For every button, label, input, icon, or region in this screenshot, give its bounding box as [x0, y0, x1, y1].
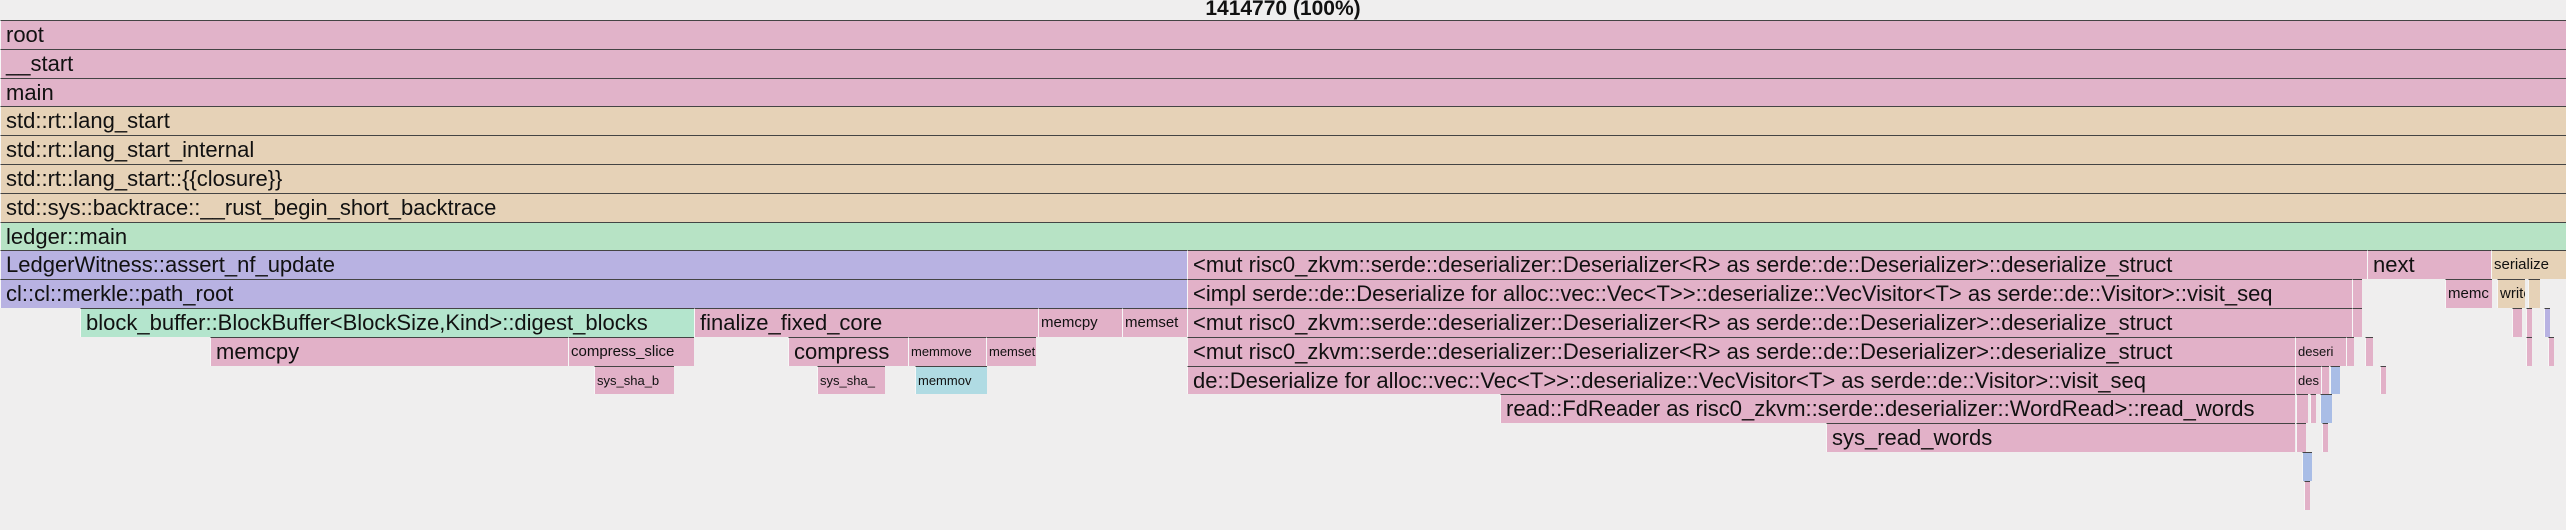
frame-label: deseri	[2298, 343, 2334, 359]
compress-frame[interactable]: compress	[788, 336, 908, 366]
sys-read-words-frame[interactable]: sys_read_words	[1826, 423, 2295, 452]
visit-seq-frame-2[interactable]: de::Deserialize for alloc::vec::Vec<T>>:…	[1187, 365, 2295, 395]
lang-start-internal-frame[interactable]: std::rt::lang_start_internal	[0, 135, 2566, 164]
frame-label: compress	[794, 338, 890, 364]
visit-seq-frame-1[interactable]: <impl serde::de::Deserialize for alloc::…	[1187, 279, 2352, 308]
write-frame[interactable]: write	[2497, 279, 2525, 308]
frame-label: main	[6, 79, 54, 105]
frame-label: sys_sha_	[820, 372, 875, 388]
backtrace-frame[interactable]: std::sys::backtrace::__rust_begin_short_…	[0, 192, 2566, 222]
frame-label: LedgerWitness::assert_nf_update	[6, 252, 335, 278]
frame-label: finalize_fixed_core	[700, 310, 883, 335]
frame-label: <mut risc0_zkvm::serde::deserializer::De…	[1193, 252, 2173, 278]
frame-label: sys_sha_b	[597, 372, 660, 388]
frame-sliver[interactable]	[2352, 308, 2362, 337]
frame-label: __start	[6, 50, 74, 76]
memcpy-frame-1[interactable]: memcpy	[210, 336, 568, 366]
frame-label: memset	[1125, 314, 1179, 331]
frame-label: cl::cl::merkle::path_root	[6, 281, 234, 307]
frame-label: ledger::main	[6, 223, 128, 249]
frame-label: <mut risc0_zkvm::serde::deserializer::De…	[1193, 338, 2173, 364]
path-root-frame[interactable]: cl::cl::merkle::path_root	[0, 279, 1187, 308]
frame-label: std::rt::lang_start_internal	[6, 137, 255, 163]
frame-label: des	[2298, 372, 2319, 388]
frame-label: memmov	[918, 372, 972, 388]
frame-label: <impl serde::de::Deserialize for alloc::…	[1193, 281, 2273, 307]
frame-label: memcpy	[1041, 314, 1098, 331]
frame-label: std::rt::lang_start	[6, 108, 170, 134]
sys-sha-buffer-frame-2[interactable]: sys_sha_	[817, 365, 885, 395]
frame-label: memset	[989, 343, 1036, 359]
frame-sliver[interactable]	[2352, 279, 2362, 308]
memmove-frame-1[interactable]: memmove	[908, 336, 986, 366]
frame-label: memc	[2448, 285, 2489, 303]
frame-label: write	[2500, 285, 2525, 303]
frame-label: sys_read_words	[1832, 425, 1993, 451]
frame-label: root	[6, 22, 44, 47]
frame-sliver[interactable]	[2526, 308, 2532, 337]
frame-label: <mut risc0_zkvm::serde::deserializer::De…	[1193, 310, 2173, 335]
frame-label: std::sys::backtrace::__rust_begin_short_…	[6, 194, 497, 220]
serialize-frame[interactable]: serialize	[2491, 250, 2566, 280]
frame-sliver[interactable]	[2296, 423, 2306, 452]
next-memcpy-frame[interactable]: memc	[2445, 279, 2492, 308]
frame-sliver[interactable]	[2302, 452, 2312, 481]
frame-label: serialize	[2494, 256, 2550, 274]
frame-label: next	[2373, 252, 2415, 278]
deser-frame-small-2[interactable]: des	[2295, 365, 2321, 395]
frame-sliver[interactable]	[2528, 279, 2540, 308]
frame-label: block_buffer::BlockBuffer<BlockSize,Kind…	[86, 310, 648, 335]
main-frame[interactable]: main	[0, 77, 2566, 107]
lang-start-frame[interactable]: std::rt::lang_start	[0, 106, 2566, 136]
frame-sliver[interactable]	[2330, 365, 2340, 395]
frame-sliver[interactable]	[2380, 365, 2386, 395]
frame-sliver[interactable]	[2321, 365, 2329, 395]
start-frame[interactable]: __start	[0, 48, 2566, 78]
sys-sha-buffer-frame-1[interactable]: sys_sha_b	[594, 365, 674, 395]
frame-sliver[interactable]	[2365, 336, 2373, 366]
frame-label: read::FdReader as risc0_zkvm::serde::des…	[1506, 396, 2255, 422]
lang-start-closure-frame[interactable]: std::rt::lang_start::{{closure}}	[0, 164, 2566, 193]
frame-label: std::rt::lang_start::{{closure}}	[6, 166, 283, 191]
frame-sliver[interactable]	[2548, 336, 2554, 366]
memmove-frame-2[interactable]: memmov	[915, 365, 987, 395]
compress-slice-frame[interactable]: compress_slice	[568, 336, 694, 366]
finalize-fixed-core-frame[interactable]: finalize_fixed_core	[694, 308, 1038, 337]
frame-label: memmove	[911, 343, 972, 359]
memcpy-frame-2[interactable]: memcpy	[1038, 308, 1122, 337]
root-frame[interactable]: root	[0, 20, 2566, 49]
frame-sliver[interactable]	[2346, 336, 2354, 366]
read-words-frame[interactable]: read::FdReader as risc0_zkvm::serde::des…	[1500, 394, 2295, 424]
deser-frame-small-1[interactable]: deseri	[2295, 336, 2346, 366]
frame-sliver[interactable]	[2526, 336, 2532, 366]
frame-label: memcpy	[216, 338, 300, 364]
memset-frame[interactable]: memset	[1122, 308, 1187, 337]
frame-sliver[interactable]	[2310, 394, 2316, 424]
flamegraph-title: 1414770 (100%)	[1205, 0, 1361, 20]
frame-sliver[interactable]	[2512, 308, 2522, 337]
frame-sliver[interactable]	[2304, 480, 2310, 510]
deserialize-struct-frame-3[interactable]: <mut risc0_zkvm::serde::deserializer::De…	[1187, 336, 2295, 366]
ledger-main-frame[interactable]: ledger::main	[0, 221, 2566, 251]
frame-sliver[interactable]	[2296, 394, 2308, 424]
deserialize-struct-frame-2[interactable]: <mut risc0_zkvm::serde::deserializer::De…	[1187, 308, 2352, 337]
frame-sliver[interactable]	[2320, 394, 2332, 424]
digest-blocks-frame[interactable]: block_buffer::BlockBuffer<BlockSize,Kind…	[80, 308, 694, 337]
frame-sliver[interactable]	[2322, 423, 2328, 452]
frame-label: de::Deserialize for alloc::vec::Vec<T>>:…	[1193, 367, 2146, 393]
memset-frame-2[interactable]: memset	[986, 336, 1036, 366]
frame-label: compress_slice	[571, 342, 675, 360]
deserialize-struct-frame-1[interactable]: <mut risc0_zkvm::serde::deserializer::De…	[1187, 250, 2367, 280]
next-frame[interactable]: next	[2367, 250, 2491, 280]
frame-sliver[interactable]	[2544, 308, 2550, 337]
assert-nf-update-frame[interactable]: LedgerWitness::assert_nf_update	[0, 250, 1187, 280]
